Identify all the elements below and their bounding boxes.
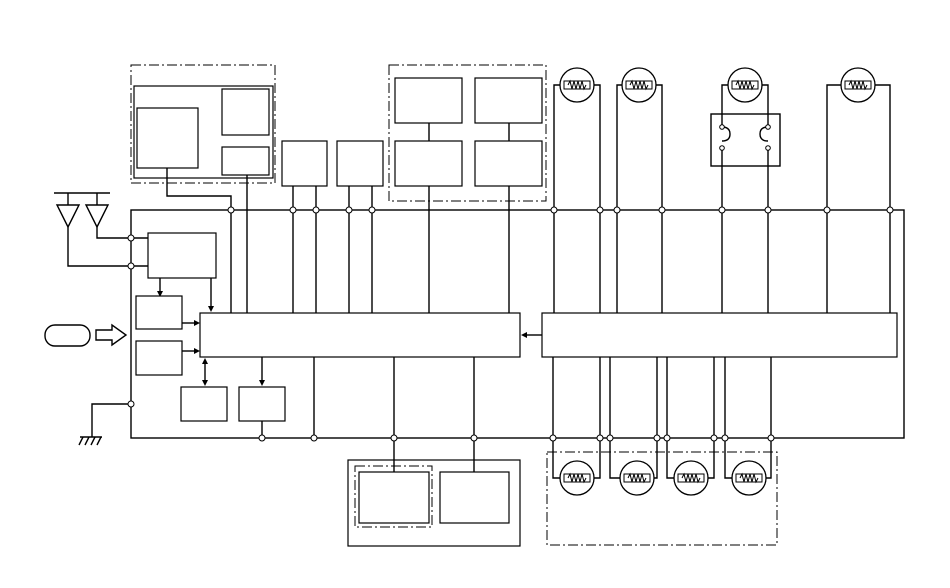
output-block-1	[180, 386, 228, 422]
heater-icon	[621, 67, 657, 103]
receiver-block	[147, 232, 217, 279]
lower-heater-group	[546, 451, 778, 546]
relay-block-1	[281, 140, 328, 187]
external-input	[44, 324, 91, 347]
fuse-icon	[715, 126, 728, 148]
heater-icon	[727, 67, 763, 103]
controller-b	[541, 312, 898, 358]
interface-block-2	[135, 340, 183, 376]
sensor-module-group	[130, 64, 276, 184]
ground-icon	[78, 403, 131, 446]
antenna-icon	[55, 204, 81, 229]
input-arrow-icon	[95, 323, 128, 347]
antenna-pair	[54, 192, 131, 267]
output-block-2	[238, 386, 286, 422]
main-board	[130, 209, 905, 439]
display-block-4	[474, 140, 543, 187]
antenna-icon	[84, 204, 110, 229]
heater-icon	[619, 460, 655, 496]
sensor-block-small	[221, 146, 270, 176]
heater-icon	[673, 460, 709, 496]
heater-icon	[559, 67, 595, 103]
display-module-group	[388, 64, 547, 202]
relay-block-2	[336, 140, 384, 187]
heater-icon	[731, 460, 767, 496]
panel-block-2	[439, 471, 510, 524]
heater-icon	[559, 460, 595, 496]
fuse-icon	[762, 126, 775, 148]
display-block-3	[394, 140, 463, 187]
display-block-2	[474, 77, 543, 124]
thermal-fuse-box	[710, 113, 781, 167]
sensor-block-large	[136, 107, 199, 169]
panel-block-1	[358, 471, 430, 524]
interface-block-1	[135, 295, 183, 330]
connector-nodes	[127, 206, 894, 442]
heater-icon	[840, 67, 876, 103]
sensor-block-top	[221, 88, 270, 136]
controller-a	[199, 312, 521, 358]
display-block-1	[394, 77, 463, 124]
